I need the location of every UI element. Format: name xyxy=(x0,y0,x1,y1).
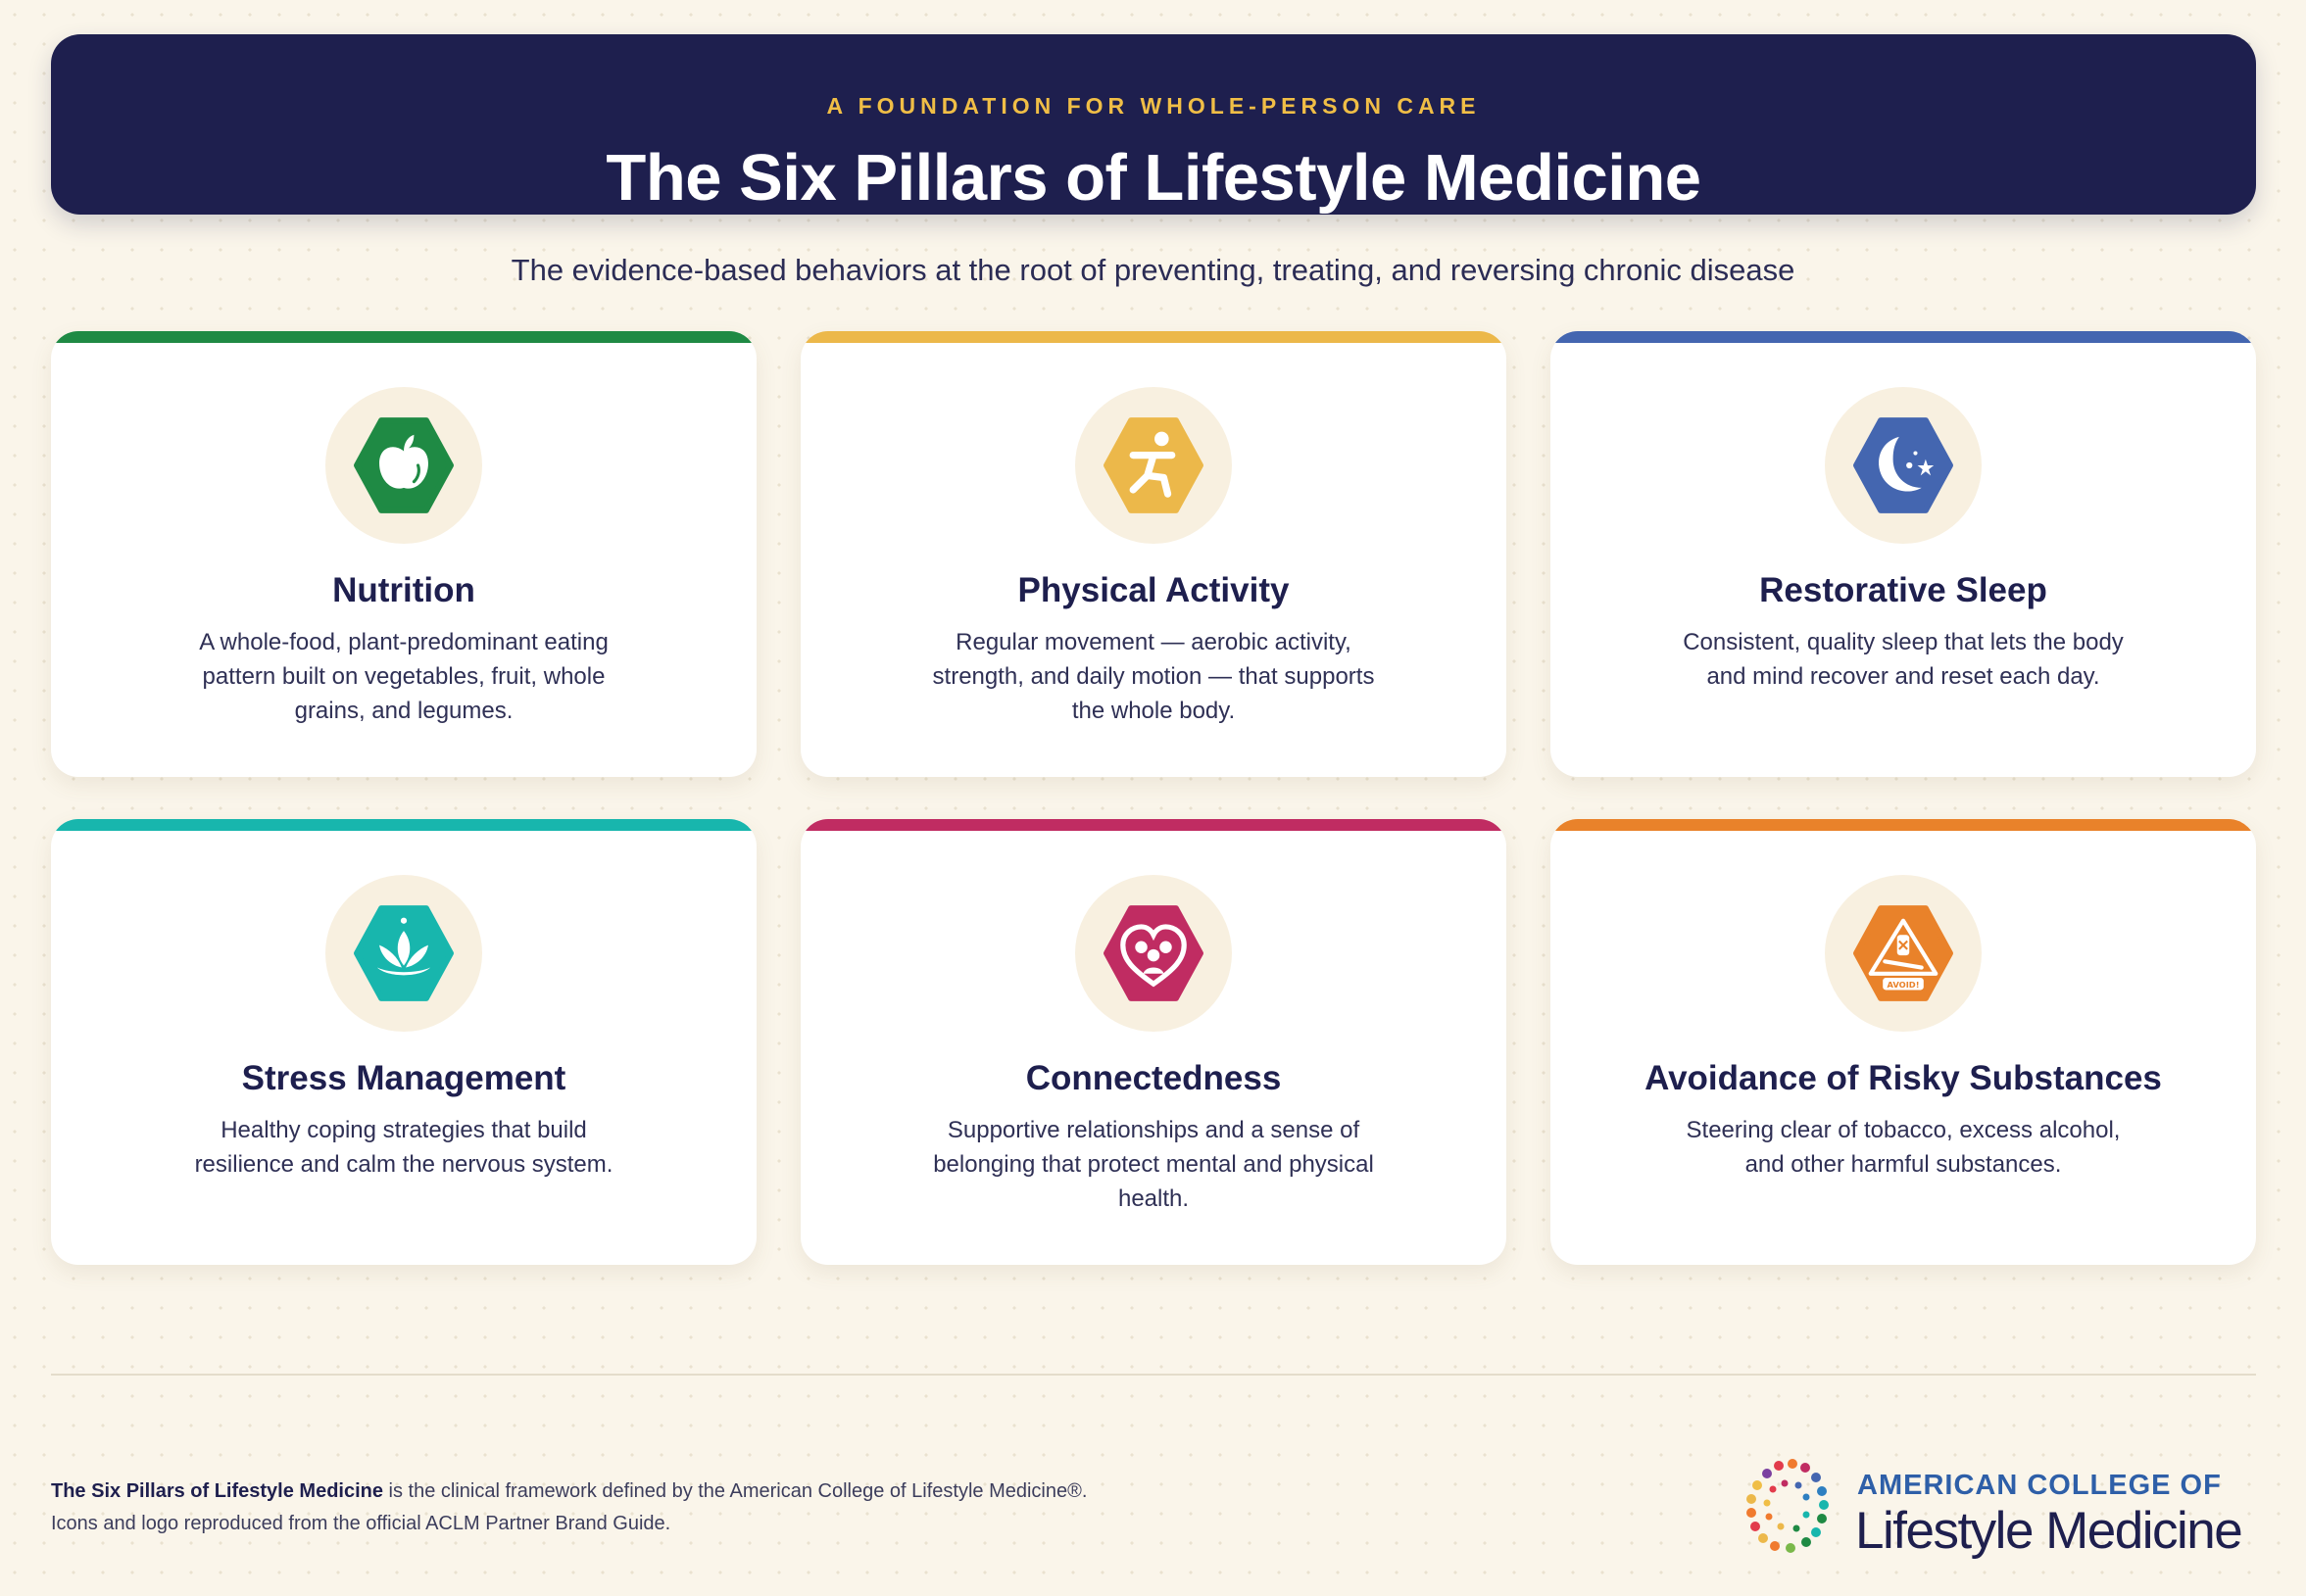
icon-badge xyxy=(1075,875,1232,1032)
card-accent-bar xyxy=(51,819,757,831)
footer-divider xyxy=(51,1374,2256,1376)
lotus-icon xyxy=(354,905,454,1001)
apple-icon xyxy=(354,417,454,513)
running-person-icon xyxy=(1104,417,1203,513)
page-title: The Six Pillars of Lifestyle Medicine xyxy=(606,141,1701,215)
icon-badge xyxy=(325,387,482,544)
avoid-icon-label: AVOID! xyxy=(1887,980,1919,990)
pillar-description: Consistent, quality sleep that lets the … xyxy=(1683,629,2124,690)
page-header: A FOUNDATION FOR WHOLE-PERSON CARE The S… xyxy=(51,34,2256,215)
pillar-title: Connectedness xyxy=(1025,1059,1282,1097)
pillar-card-avoidance-risky-substances: AVOID! Avoidance of Risky Substances Ste… xyxy=(1550,819,2256,1265)
pillar-title: Avoidance of Risky Substances xyxy=(1644,1059,2162,1097)
header-eyebrow: A FOUNDATION FOR WHOLE-PERSON CARE xyxy=(826,93,1481,119)
pillar-description: Healthy coping strategies that build res… xyxy=(194,1117,613,1178)
footer-bold-title: The Six Pillars of Lifestyle Medicine xyxy=(51,1480,383,1502)
pillar-description: A whole-food, plant-predominant eating p… xyxy=(199,629,609,724)
heart-people-icon xyxy=(1104,905,1203,1001)
avoid-substances-icon: AVOID! xyxy=(1853,905,1953,1001)
moon-stars-icon xyxy=(1853,417,1953,513)
card-accent-bar xyxy=(801,819,1506,831)
pillar-title: Nutrition xyxy=(332,571,475,609)
icon-badge xyxy=(1825,387,1982,544)
pillar-card-stress-management: Stress Management Healthy coping strateg… xyxy=(51,819,757,1265)
pillar-title: Restorative Sleep xyxy=(1759,571,2047,609)
pillar-title: Physical Activity xyxy=(1017,571,1290,609)
pillar-description: Regular movement — aerobic activity, str… xyxy=(932,629,1375,724)
aclm-logo: AMERICAN COLLEGE OF Lifestyle Medicine xyxy=(1740,1458,2259,1561)
aclm-dots-logo-icon xyxy=(1746,1459,1829,1553)
page-subtitle: The evidence-based behaviors at the root… xyxy=(511,253,1795,287)
pillar-card-restorative-sleep: Restorative Sleep Consistent, quality sl… xyxy=(1550,331,2256,777)
pillar-description: Supportive relationships and a sense of … xyxy=(933,1117,1374,1212)
footer-line-2: Icons and logo reproduced from the offic… xyxy=(51,1513,671,1534)
card-accent-bar xyxy=(1550,819,2256,831)
footer-line-1-rest: is the clinical framework defined by the… xyxy=(383,1480,1088,1502)
icon-badge xyxy=(325,875,482,1032)
pillar-description: Steering clear of tobacco, excess alcoho… xyxy=(1686,1117,2121,1178)
logo-text-line-2: Lifestyle Medicine xyxy=(1855,1502,2243,1560)
logo-text-line-1: AMERICAN COLLEGE OF xyxy=(1857,1470,2222,1501)
footer-credit: The Six Pillars of Lifestyle Medicine is… xyxy=(51,1475,1087,1540)
pillar-card-physical-activity: Physical Activity Regular movement — aer… xyxy=(801,331,1506,777)
footer-line-1: The Six Pillars of Lifestyle Medicine is… xyxy=(51,1475,1087,1508)
pillar-title: Stress Management xyxy=(241,1059,566,1097)
card-accent-bar xyxy=(801,331,1506,343)
pillar-card-connectedness: Connectedness Supportive relationships a… xyxy=(801,819,1506,1265)
icon-badge xyxy=(1075,387,1232,544)
card-accent-bar xyxy=(1550,331,2256,343)
pillar-card-nutrition: Nutrition A whole-food, plant-predominan… xyxy=(51,331,757,777)
icon-badge: AVOID! xyxy=(1825,875,1982,1032)
card-accent-bar xyxy=(51,331,757,343)
